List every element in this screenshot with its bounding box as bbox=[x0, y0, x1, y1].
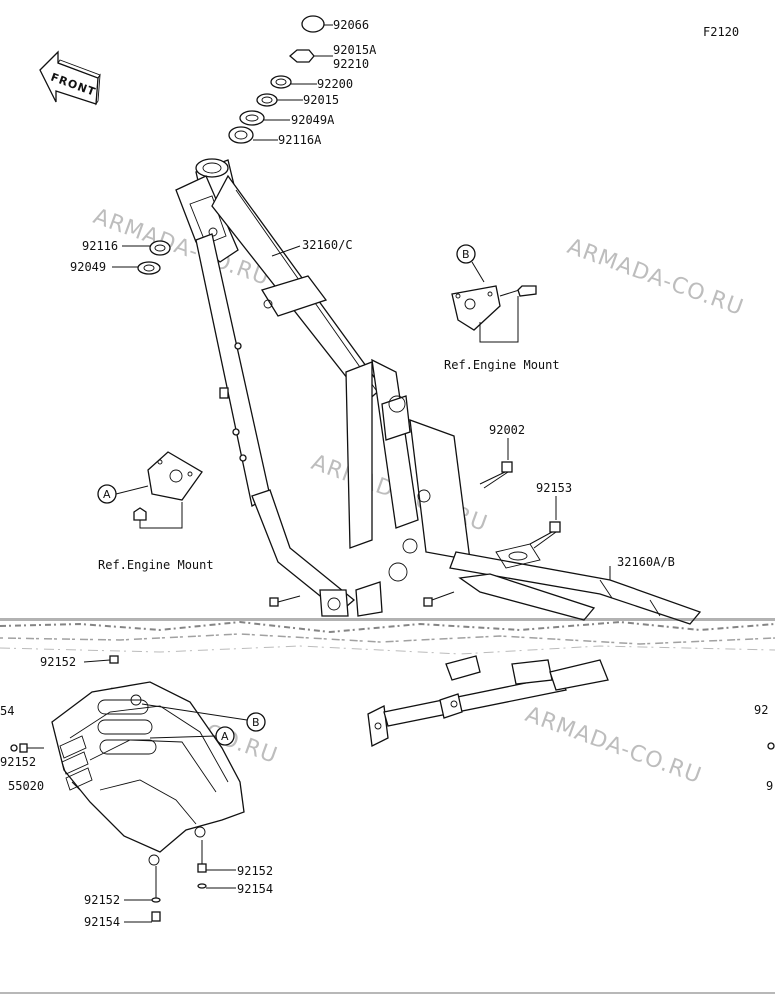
callout-a-label: A bbox=[103, 488, 111, 501]
lower-seat-rail[interactable] bbox=[367, 655, 609, 747]
diagram-code: F2120 bbox=[703, 25, 739, 39]
ref-engine-mount-top: Ref.Engine Mount bbox=[444, 358, 560, 372]
part-label[interactable]: 92153 bbox=[536, 481, 572, 495]
front-arrow-icon: FRONT bbox=[39, 50, 101, 106]
lower-bolts[interactable] bbox=[269, 591, 455, 607]
scan-artifact bbox=[0, 618, 775, 994]
callout-b[interactable] bbox=[456, 244, 476, 264]
main-frame[interactable] bbox=[175, 158, 702, 625]
part-label[interactable]: 92152 bbox=[237, 864, 273, 878]
watermark: ARMADA-CO.RU bbox=[522, 702, 705, 789]
part-label[interactable]: 92152 bbox=[0, 755, 36, 769]
part-label[interactable]: 92152 bbox=[40, 655, 76, 669]
part-label[interactable]: 92002 bbox=[489, 423, 525, 437]
seal-92049a[interactable] bbox=[239, 110, 265, 126]
part-label[interactable]: 32160/C bbox=[302, 238, 353, 252]
bolt-92002[interactable] bbox=[479, 461, 513, 489]
part-label[interactable]: 92210 bbox=[333, 57, 369, 71]
bolt-92152-bottom[interactable] bbox=[151, 866, 161, 922]
bearing-92116[interactable] bbox=[149, 240, 171, 256]
part-label[interactable]: 92049 bbox=[70, 260, 106, 274]
part-label[interactable]: 92116 bbox=[82, 239, 118, 253]
part-label[interactable]: 92154 bbox=[237, 882, 273, 896]
ref-engine-mount-bottom: Ref.Engine Mount bbox=[98, 558, 214, 572]
bearing-92116a[interactable] bbox=[228, 126, 254, 144]
steering-stack bbox=[112, 15, 333, 275]
part-label[interactable]: 92015A bbox=[333, 43, 377, 57]
callout-a-lower-label: A bbox=[221, 730, 229, 743]
part-label[interactable]: 92154 bbox=[84, 915, 120, 929]
washer-92200[interactable] bbox=[270, 75, 292, 89]
nut-92015a[interactable] bbox=[289, 49, 315, 63]
nut-92015[interactable] bbox=[256, 93, 278, 107]
seal-92049[interactable] bbox=[137, 261, 161, 275]
bolt-92153[interactable] bbox=[529, 521, 561, 549]
part-label[interactable]: 92066 bbox=[333, 18, 369, 32]
part-label[interactable]: 92200 bbox=[317, 77, 353, 91]
part-label[interactable]: 92116A bbox=[278, 133, 322, 147]
engine-mount-plate-b[interactable] bbox=[451, 285, 537, 331]
part-label[interactable]: 32160A/B bbox=[617, 555, 675, 569]
part-label[interactable]: 55020 bbox=[8, 779, 44, 793]
part-label[interactable]: 92015 bbox=[303, 93, 339, 107]
engine-mount-plate-a[interactable] bbox=[147, 451, 203, 501]
part-label[interactable]: 9 bbox=[766, 779, 773, 793]
part-label[interactable]: 92 bbox=[754, 703, 768, 717]
part-label[interactable]: 92152 bbox=[84, 893, 120, 907]
watermark: ARMADA-CO.RU bbox=[564, 234, 747, 321]
callout-b-lower[interactable] bbox=[246, 712, 266, 732]
bolt-92152-right[interactable] bbox=[197, 840, 207, 889]
bolt-92152-left[interactable] bbox=[10, 743, 44, 753]
bolt-right-edge[interactable] bbox=[767, 742, 775, 750]
bolt-92152-top[interactable] bbox=[109, 655, 119, 664]
callout-b-label: B bbox=[462, 248, 470, 261]
callout-b-lower-label: B bbox=[252, 716, 260, 729]
part-label[interactable]: 92049A bbox=[291, 113, 335, 127]
skid-plate-55020[interactable] bbox=[51, 681, 245, 866]
part-label[interactable]: 54 bbox=[0, 704, 14, 718]
cap-92066[interactable] bbox=[301, 15, 325, 33]
